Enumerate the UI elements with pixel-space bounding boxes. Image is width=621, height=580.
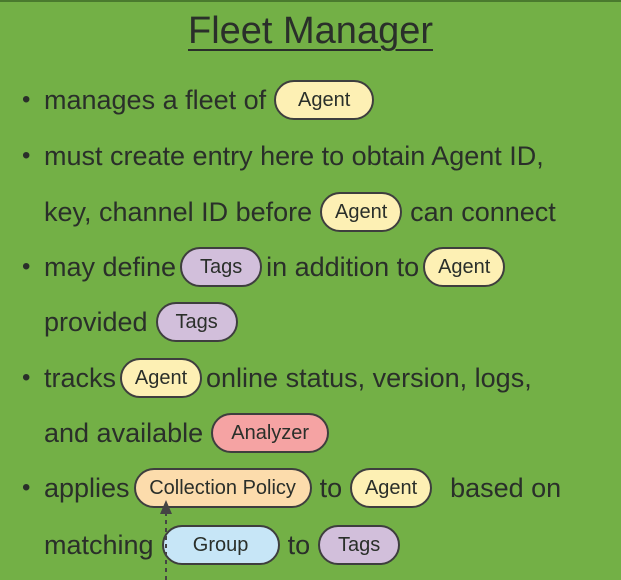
bullet-marker: •	[22, 474, 31, 501]
line-text: can connect	[410, 196, 556, 227]
bullet-line-3-continued: provided Tags	[44, 297, 242, 347]
collection-policy-tag: Collection Policy	[133, 468, 312, 508]
line-text: online status, version, logs,	[206, 362, 532, 393]
line-text: based on	[450, 472, 562, 503]
bullet-line-5: • applies Collection Policy to Agent bas…	[22, 463, 561, 513]
bullet-line-1: • manages a fleet of Agent	[22, 75, 378, 125]
agent-tag: Agent	[423, 247, 506, 287]
analyzer-tag: Analyzer	[211, 413, 330, 453]
bullet-line-3: • may define Tags in addition to Agent	[22, 242, 509, 292]
line-text: manages a fleet of	[44, 84, 267, 115]
connector-arrow	[160, 500, 172, 580]
line-text: and available	[44, 417, 204, 448]
tags-tag: Tags	[318, 525, 401, 565]
line-text: key, channel ID before	[44, 196, 313, 227]
bullet-marker: •	[22, 86, 31, 113]
line-text: matching	[44, 529, 154, 560]
agent-tag: Agent	[350, 468, 433, 508]
line-text: may define	[44, 251, 177, 282]
line-text: applies	[44, 472, 130, 503]
bullet-marker: •	[22, 364, 31, 391]
tags-tag: Tags	[155, 302, 238, 342]
agent-tag: Agent	[320, 192, 403, 232]
line-text: provided	[44, 306, 148, 337]
agent-tag: Agent	[120, 358, 203, 398]
page-title: Fleet Manager	[187, 10, 433, 52]
bullet-marker: •	[22, 253, 31, 280]
group-tag: Group	[161, 525, 280, 565]
agent-tag: Agent	[274, 80, 375, 120]
bullet-marker: •	[22, 142, 31, 169]
bullet-line-2-continued: key, channel ID before Agent can connect	[44, 187, 556, 237]
line-text: in addition to	[266, 251, 420, 282]
line-text: must create entry here to obtain Agent I…	[44, 140, 544, 171]
line-text: tracks	[44, 362, 117, 393]
bullet-line-4-continued: and available Analyzer	[44, 408, 333, 458]
bullet-line-4: • tracks Agent online status, version, l…	[22, 353, 532, 403]
line-text: to	[287, 529, 311, 560]
bullet-line-5-continued: matching Group to Tags	[44, 520, 404, 570]
bullet-line-2: • must create entry here to obtain Agent…	[22, 131, 544, 181]
line-text: to	[319, 472, 343, 503]
tags-tag: Tags	[180, 247, 263, 287]
arrowhead-icon	[160, 500, 172, 514]
